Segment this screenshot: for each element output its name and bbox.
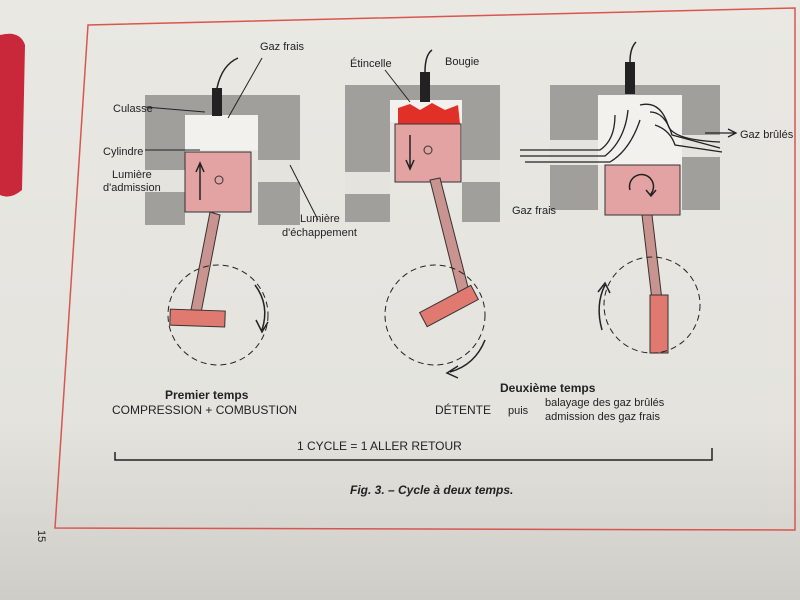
intake-port — [145, 170, 185, 192]
label-gaz-frais: Gaz frais — [260, 41, 305, 53]
rotation-arrow-icon — [597, 281, 611, 331]
cycle-bracket — [114, 448, 713, 461]
caption-compression-combustion: COMPRESSION + COMBUSTION — [112, 403, 297, 417]
caption-deuxieme-temps: Deuxième temps — [500, 381, 596, 395]
spark-plug — [625, 62, 635, 94]
label-gaz-frais-side: Gaz frais — [512, 205, 557, 217]
crank — [418, 284, 480, 328]
crank — [169, 308, 226, 328]
spark-plug-wire — [629, 41, 637, 63]
caption-premier-temps: Premier temps — [165, 388, 249, 402]
crank-circle — [167, 264, 269, 366]
down-arrow-icon — [405, 135, 415, 171]
cylinder-block — [550, 85, 720, 210]
transfer-port — [550, 140, 598, 165]
engine-second-stroke-balayage: Gaz brûlés Gaz frais — [512, 41, 794, 354]
label-culasse: Culasse — [113, 103, 153, 115]
piston-pin — [214, 175, 224, 185]
label-bougie: Bougie — [445, 56, 479, 68]
exhaust-port — [258, 160, 300, 182]
leader-line — [289, 164, 319, 221]
engine-first-stroke: Gaz frais Culasse Cylindre Lumière d'adm… — [103, 41, 357, 366]
label-admission: d'admission — [103, 182, 161, 194]
up-arrow-icon — [195, 161, 205, 200]
crank — [649, 294, 669, 354]
combustion-chamber — [185, 115, 258, 150]
label-cylindre: Cylindre — [103, 146, 143, 158]
label-lumiere-admission: Lumière — [112, 169, 152, 181]
caption-admission: admission des gaz frais — [545, 411, 660, 423]
leader-line — [227, 57, 263, 119]
crank-circle — [603, 256, 701, 354]
spark-plug — [212, 88, 222, 116]
piston — [394, 123, 462, 183]
label-etincelle: Étincelle — [350, 57, 392, 70]
engine-second-stroke-detente: Étincelle Bougie — [345, 49, 500, 379]
cylinder-block — [145, 95, 300, 225]
spark-plug-wire — [216, 57, 239, 89]
caption-detente: DÉTENTE — [435, 402, 491, 417]
caption-cycle: 1 CYCLE = 1 ALLER RETOUR — [297, 439, 462, 453]
label-lumiere-echappement: Lumière — [300, 213, 340, 225]
circular-arrow-icon — [628, 173, 657, 198]
caption-balayage: balayage des gaz brûlés — [545, 397, 665, 409]
caption-puis: puis — [508, 405, 529, 417]
label-echappement: d'échappement — [282, 227, 357, 239]
rotation-arrow-icon — [445, 339, 486, 379]
combustion-flame — [398, 103, 460, 124]
leader-line — [144, 106, 206, 113]
spark-plug-wire — [424, 49, 433, 73]
crank-circle — [384, 264, 486, 366]
label-gaz-brules: Gaz brûlés — [740, 129, 794, 141]
leader-line — [384, 69, 411, 103]
piston — [604, 164, 681, 216]
cylinder-bore — [598, 95, 682, 165]
page-number: 15 — [35, 530, 47, 542]
rotation-arrow-icon — [254, 284, 269, 334]
spark-plug — [420, 72, 430, 102]
page-frame — [54, 7, 796, 531]
figure-caption: Fig. 3. – Cycle à deux temps. — [350, 483, 513, 497]
red-object-edge — [0, 33, 25, 197]
intake-port — [345, 172, 390, 194]
exhaust-port — [462, 160, 500, 182]
piston-pin — [423, 145, 433, 155]
piston — [184, 151, 252, 213]
gas-flow-arrows-icon — [520, 103, 738, 163]
